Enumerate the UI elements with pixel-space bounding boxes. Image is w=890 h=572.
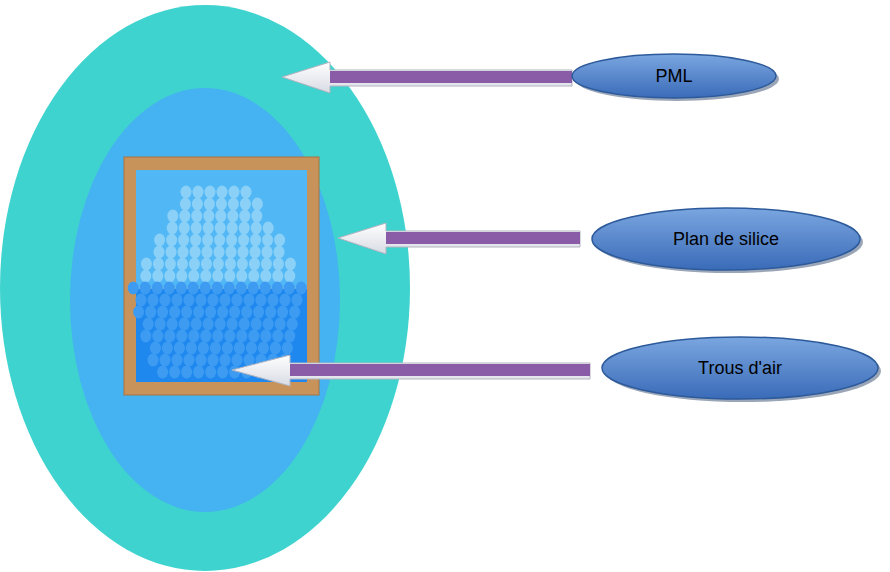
air-holes — [128, 186, 307, 379]
callout-label: Trous d'air — [698, 358, 782, 379]
callout-label: PML — [655, 66, 692, 87]
callout-label: Plan de silice — [673, 229, 779, 250]
callout-ellipse: Trous d'air — [600, 335, 880, 401]
upper-region — [136, 170, 307, 288]
arrow — [282, 62, 572, 93]
arrow — [232, 355, 590, 386]
pml-layer — [0, 5, 410, 571]
arrow — [338, 223, 580, 254]
callout-ellipse: Plan de silice — [590, 206, 862, 272]
silica-plane — [70, 88, 340, 512]
callout-ellipse: PML — [570, 52, 778, 100]
